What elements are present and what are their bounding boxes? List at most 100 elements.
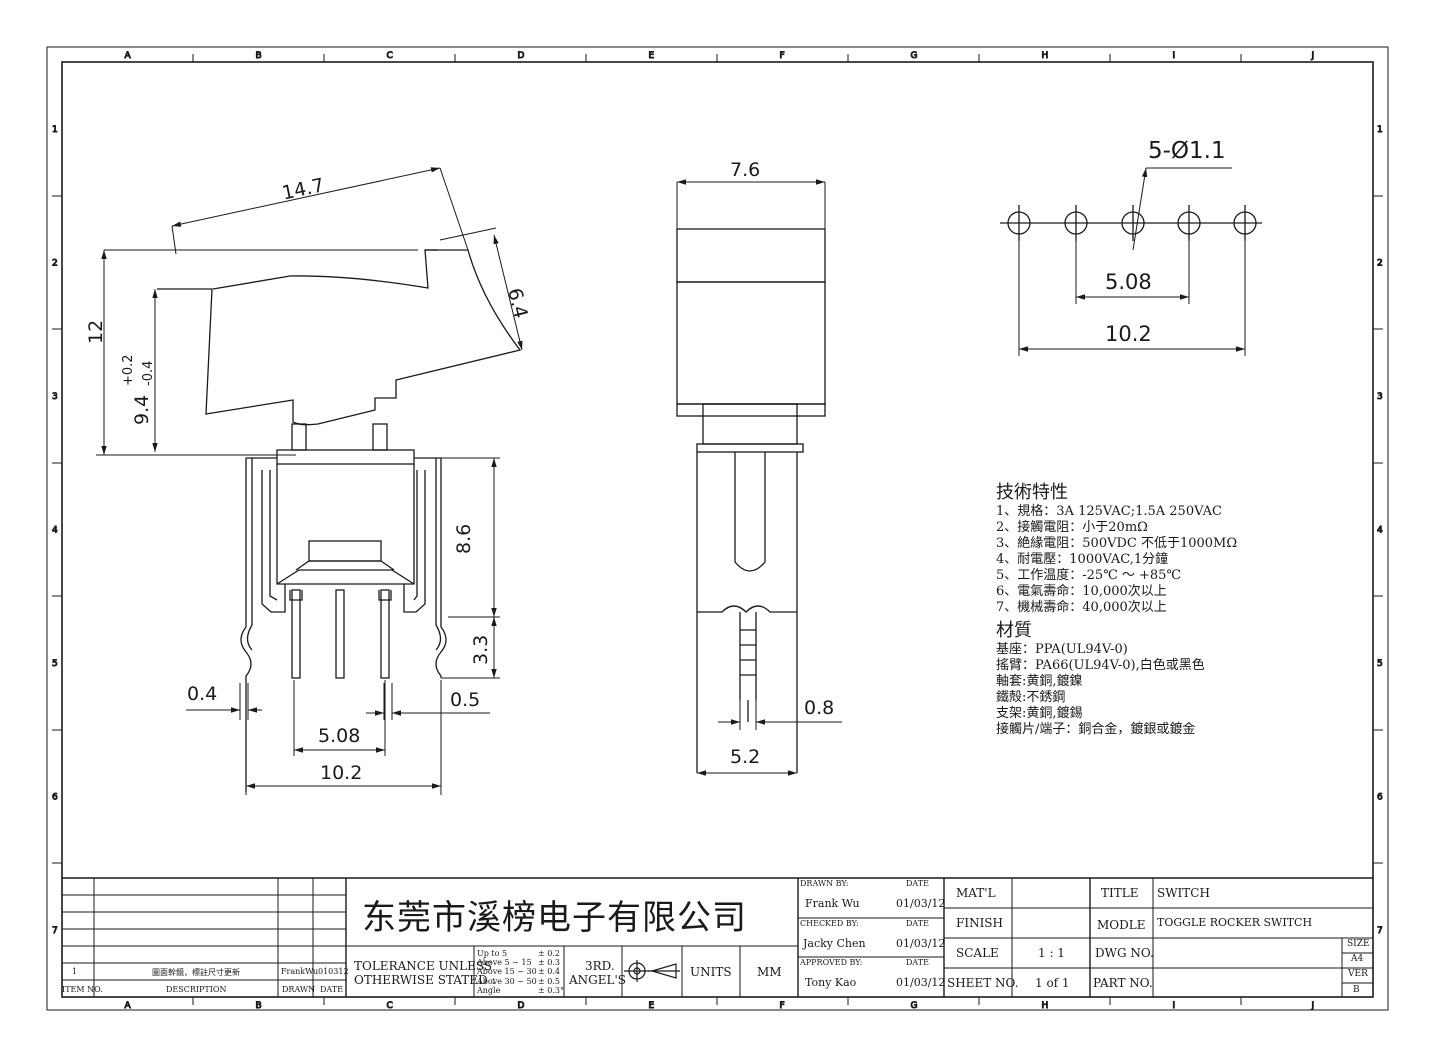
spec-item: 7、機械壽命：40,000次以上 [996,600,1167,615]
approved-date: 01/03/12 [896,976,946,989]
materials-list: 基座：PPA(UL94V-0)搖臂：PA66(UL94V-0),白色或黑色軸套:… [996,642,1336,738]
zone-column-label: H [1042,51,1049,61]
drawn-by-label: DRAWN BY: [800,879,849,888]
title-value: SWITCH [1157,886,1210,900]
material-item: 搖臂：PA66(UL94V-0),白色或黑色 [996,658,1205,673]
rev-header-drawn: DRAWN [282,985,316,994]
zone-column-label: F [780,51,785,61]
zone-column-label: B [256,51,262,61]
zone-column-label: C [387,51,393,61]
spec-item: 4、耐電壓：1000VAC,1分鐘 [996,552,1169,567]
zone-column-label: B [256,1001,262,1011]
zone-column-label: C [387,1001,393,1011]
zone-row-label: 4 [52,526,58,536]
dim-front-width: 14.7 [280,174,326,204]
side-dimensions [676,179,842,776]
outer-frame [46,46,1389,1011]
zone-column-label: E [649,51,655,61]
hole-pattern [1000,205,1262,241]
scale-value: 1 : 1 [1038,946,1065,960]
model-label: MODLE [1097,918,1146,932]
dwg-label: DWG NO. [1095,946,1154,960]
units-value: MM [757,965,782,979]
dim-hole-span: 10.2 [1105,322,1152,346]
material-item: 鐵殻:不銹鋼 [996,690,1066,705]
checked-date: 01/03/12 [896,937,946,950]
material-item: 接觸片/端子：銅合金，鍍銀或鍍金 [996,722,1196,737]
approved-by-label: APPROVED BY: [800,958,863,967]
tolerance-range: Above 5 ~ 15 [477,958,532,968]
zone-row-label: 3 [1377,392,1383,402]
dim-front-height: 12 [85,320,107,344]
zone-row-label: 6 [52,793,58,803]
scale-label: SCALE [956,946,999,960]
dim-pin-pitch: 5.08 [318,725,360,747]
zone-column-label: A [125,1001,132,1011]
zone-row-label: 7 [52,926,58,936]
material-item: 軸套:黄銅,鍍鎳 [996,674,1083,689]
hole-dimensions [1018,167,1246,356]
approved-date-label: DATE [906,958,929,967]
spec-item: 2、接觸電阻：小于20mΩ [996,520,1148,535]
zone-column-label: F [780,1001,785,1011]
rev-item-no: 1 [72,967,78,976]
zone-row-label: 6 [1377,793,1383,803]
spec-item: 6、電氣壽命：10,000次以上 [996,584,1167,599]
sheet-value: 1 of 1 [1035,976,1070,990]
size-label: SIZE [1347,939,1370,949]
front-view [104,249,522,795]
drawn-date-label: DATE [906,879,929,888]
tolerance-label-2: OTHERWISE STATED : [354,973,496,987]
checked-by-name: Jacky Chen [803,937,866,950]
spec-item: 3、絶緣電阻：500VDC 不低于1000MΩ [996,536,1238,551]
zone-column-label: D [518,1001,525,1011]
dim-pin-span: 10.2 [320,762,362,784]
zone-column-label: A [125,51,132,61]
rev-header-description: DESCRIPTION [166,985,227,994]
rev-date: 010312 [318,967,349,976]
dim-rocker-thickness: 6.4 [503,286,532,321]
hole-dimension-labels: 5-Ø1.1 5.08 10.2 [1105,138,1226,346]
side-dimension-labels: 7.6 0.8 5.2 [730,159,834,768]
projection-label-1: 3RD. [585,959,615,973]
material-item: 支架:黄銅,鍍錫 [996,706,1083,721]
dim-side-width: 7.6 [730,159,760,181]
zone-column-label: J [1311,1001,1315,1011]
company-name: 东莞市溪榜电子有限公司 [362,898,747,938]
dim-side-pin-width: 0.8 [804,697,834,719]
dim-side-bracket-width: 5.2 [730,746,760,768]
title-block-grid [62,877,1373,997]
zone-row-label: 2 [52,259,58,269]
dim-hole-pitch: 5.08 [1105,270,1152,294]
rev-drawn: FrankWu [281,967,319,976]
tolerance-value: ± 0.3° [538,985,564,995]
rev-header-date: DATE [320,985,343,994]
zone-row-label: 5 [1377,659,1383,669]
projection-label-2: ANGEL'S [569,973,626,987]
zone-column-label: J [1311,51,1315,61]
ver-label: VER [1348,969,1368,979]
tolerance-label-1: TOLERANCE UNLESS [354,959,493,973]
size-value: A4 [1351,954,1364,964]
dim-pin-length: 3.3 [470,635,492,665]
front-dimension-labels: 14.7 12 9.4 +0.2 -0.4 6.4 8.6 3.3 0.4 0.… [85,174,532,784]
materials-title: 材質 [996,620,1032,641]
specs-title: 技術特性 [996,482,1068,503]
dim-bracket-height: 8.6 [453,524,475,554]
zone-row-label: 2 [1377,259,1383,269]
zone-column-label: G [911,51,918,61]
zone-column-label: D [518,51,525,61]
projection-symbol-icon [624,960,680,982]
zone-column-label: I [1173,1001,1176,1011]
zone-row-label: 4 [1377,526,1383,536]
dim-rocker-tol-minus: -0.4 [141,361,156,386]
zone-column-label: I [1173,51,1176,61]
tolerance-range: Above 15 ~ 30 [477,967,537,977]
checked-date-label: DATE [906,919,929,928]
ver-value: B [1353,985,1360,995]
dim-bracket-gap: 0.5 [450,689,480,711]
